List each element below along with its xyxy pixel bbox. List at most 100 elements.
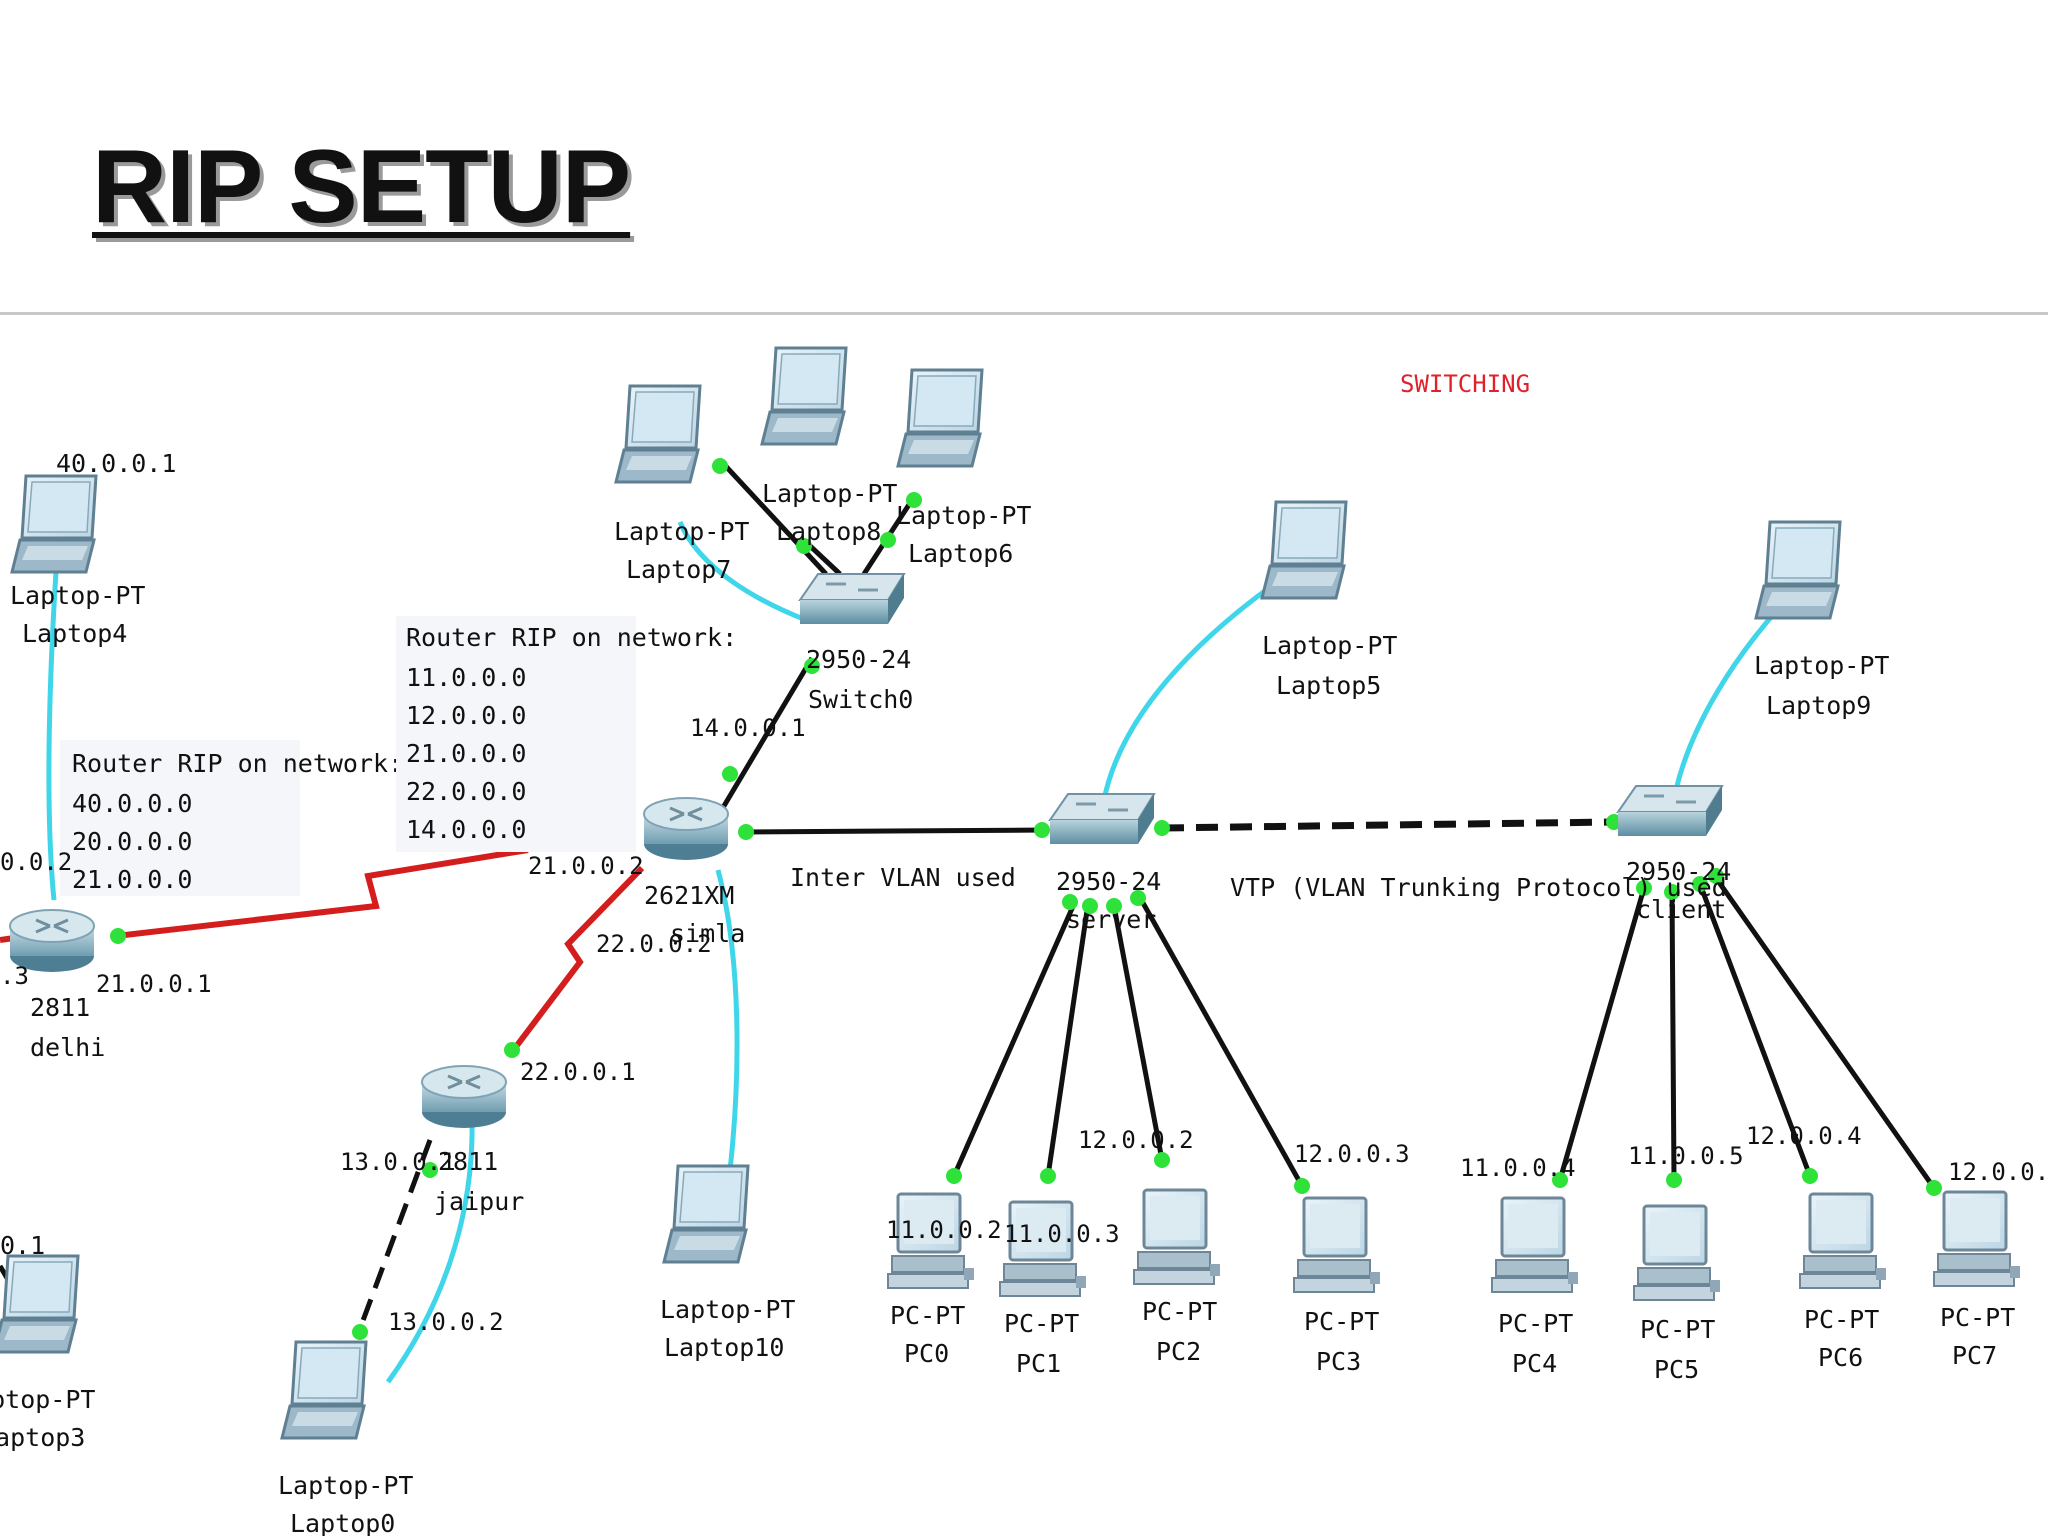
laptop8[interactable] [760, 346, 848, 446]
pc4-type: PC-PT [1498, 1309, 1573, 1338]
pc1-type: PC-PT [1004, 1309, 1079, 1338]
svg-text:40.0.0.0: 40.0.0.0 [72, 789, 192, 818]
pc6-name: PC6 [1818, 1343, 1863, 1372]
note-switching: SWITCHING [1400, 370, 1530, 398]
svg-text:21.0.0.0: 21.0.0.0 [72, 865, 192, 894]
link-server-pc0 [951, 902, 1077, 1178]
ip-simla-21: 21.0.0.2 [528, 852, 644, 880]
pc-icon [1132, 1188, 1222, 1286]
pc-icon [1798, 1192, 1888, 1290]
laptop4[interactable] [10, 474, 98, 574]
ip-jaipur-13: 13.0.0.1 [340, 1148, 456, 1176]
link-laptop9-client [1673, 594, 1792, 791]
router-jaipur[interactable] [420, 1064, 508, 1130]
link-client-pc6 [1697, 883, 1813, 1177]
switch-client-model: 2950-24 [1626, 857, 1731, 886]
router-jaipur-model: 2811 [438, 1147, 498, 1176]
switch0-model: 2950-24 [806, 645, 911, 674]
switch0[interactable] [798, 572, 906, 626]
pc4-ip: 11.0.0.4 [1460, 1154, 1576, 1182]
pc6[interactable] [1798, 1192, 1888, 1290]
pc-icon [998, 1200, 1088, 1298]
laptop3-type: Laptop-PT [0, 1385, 95, 1414]
laptop0[interactable] [280, 1340, 368, 1440]
link-server-client [1161, 818, 1615, 832]
pc7-name: PC7 [1952, 1341, 1997, 1370]
link-laptop4-delhi [46, 571, 59, 901]
pc1-ip: 11.0.0.3 [1004, 1220, 1120, 1248]
pc2[interactable] [1132, 1188, 1222, 1286]
laptop5[interactable] [1260, 500, 1348, 600]
laptop6-type: Laptop-PT [896, 501, 1031, 530]
pc2-ip: 12.0.0.2 [1078, 1126, 1194, 1154]
pc6-type: PC-PT [1804, 1305, 1879, 1334]
laptop4-type: Laptop-PT [10, 581, 145, 610]
laptop8-name: Laptop8 [776, 517, 881, 546]
switch-client-name: client [1636, 895, 1726, 924]
pc4-name: PC4 [1512, 1349, 1557, 1378]
pc5[interactable] [1632, 1204, 1722, 1302]
pc7-type: PC-PT [1940, 1303, 2015, 1332]
laptop3-ip: 0.1 [0, 1231, 45, 1260]
switch-server[interactable] [1048, 792, 1156, 846]
link-simla-switch0 [715, 656, 815, 818]
router-jaipur-name: jaipur [434, 1187, 524, 1216]
note-vtp: VTP (VLAN Trunking Protocol) used [1230, 873, 1727, 902]
link-server-pc1 [1045, 903, 1091, 1177]
laptop-icon [760, 346, 848, 446]
link-laptop7-switch0 [677, 521, 807, 623]
laptop6[interactable] [896, 368, 984, 468]
laptop7[interactable] [614, 384, 702, 484]
link-simla-server [745, 827, 1047, 835]
pc1[interactable] [998, 1200, 1088, 1298]
pc-icon [1632, 1204, 1722, 1302]
pc3-type: PC-PT [1304, 1307, 1379, 1336]
pc2-name: PC2 [1156, 1337, 1201, 1366]
switch-icon [798, 572, 906, 626]
pc0-name: PC0 [904, 1339, 949, 1368]
svg-text:Router RIP on network:: Router RIP on network: [406, 623, 737, 652]
switch-icon [1048, 792, 1156, 846]
pc-icon [1292, 1196, 1382, 1294]
pc5-type: PC-PT [1640, 1315, 1715, 1344]
laptop10[interactable] [662, 1164, 750, 1264]
pc3[interactable] [1292, 1196, 1382, 1294]
link-laptop8-switch0 [718, 458, 828, 576]
pc7[interactable] [1932, 1190, 2022, 1288]
router-icon [642, 796, 730, 862]
title-divider [0, 312, 2048, 315]
slide-title: RIP SETUP [92, 129, 631, 245]
link-simla-jaipur [509, 865, 645, 1054]
laptop9[interactable] [1754, 520, 1842, 620]
svg-text:21.0.0.0: 21.0.0.0 [406, 739, 526, 768]
note-inter-vlan: Inter VLAN used [790, 863, 1016, 892]
laptop3-name: Laptop3 [0, 1423, 85, 1452]
pc1-name: PC1 [1016, 1349, 1061, 1378]
pc4[interactable] [1490, 1196, 1580, 1294]
laptop-icon [10, 474, 98, 574]
laptop7-name: Laptop7 [626, 555, 731, 584]
pc-icon [1932, 1190, 2022, 1288]
laptop3[interactable] [0, 1254, 80, 1354]
router-icon [420, 1064, 508, 1130]
ip-delhi-left-lower: .3 [0, 962, 29, 990]
link-client-pc4 [1557, 887, 1647, 1181]
ip-delhi-left-upper: 0.0.2 [0, 848, 72, 876]
rip-box-simla: Router RIP on network: 11.0.0.0 12.0.0.0… [396, 616, 737, 852]
router-simla[interactable] [642, 796, 730, 862]
ip-laptop0-13: 13.0.0.2 [388, 1308, 504, 1336]
ip-delhi-21: 21.0.0.1 [96, 970, 212, 998]
link-server-pc3 [1135, 892, 1305, 1188]
svg-text:20.0.0.0: 20.0.0.0 [72, 827, 192, 856]
port-indicators [110, 458, 1942, 1340]
router-simla-name: simla [670, 919, 745, 948]
pc3-ip: 12.0.0.3 [1294, 1140, 1410, 1168]
rip-box-delhi: Router RIP on network: 40.0.0.0 20.0.0.0… [60, 740, 403, 896]
link-client-pc5 [1669, 891, 1677, 1181]
laptop0-type: Laptop-PT [278, 1471, 413, 1500]
laptop-icon [280, 1340, 368, 1440]
laptop-icon [896, 368, 984, 468]
svg-text:14.0.0.0: 14.0.0.0 [406, 815, 526, 844]
switch-client[interactable] [1616, 784, 1724, 838]
